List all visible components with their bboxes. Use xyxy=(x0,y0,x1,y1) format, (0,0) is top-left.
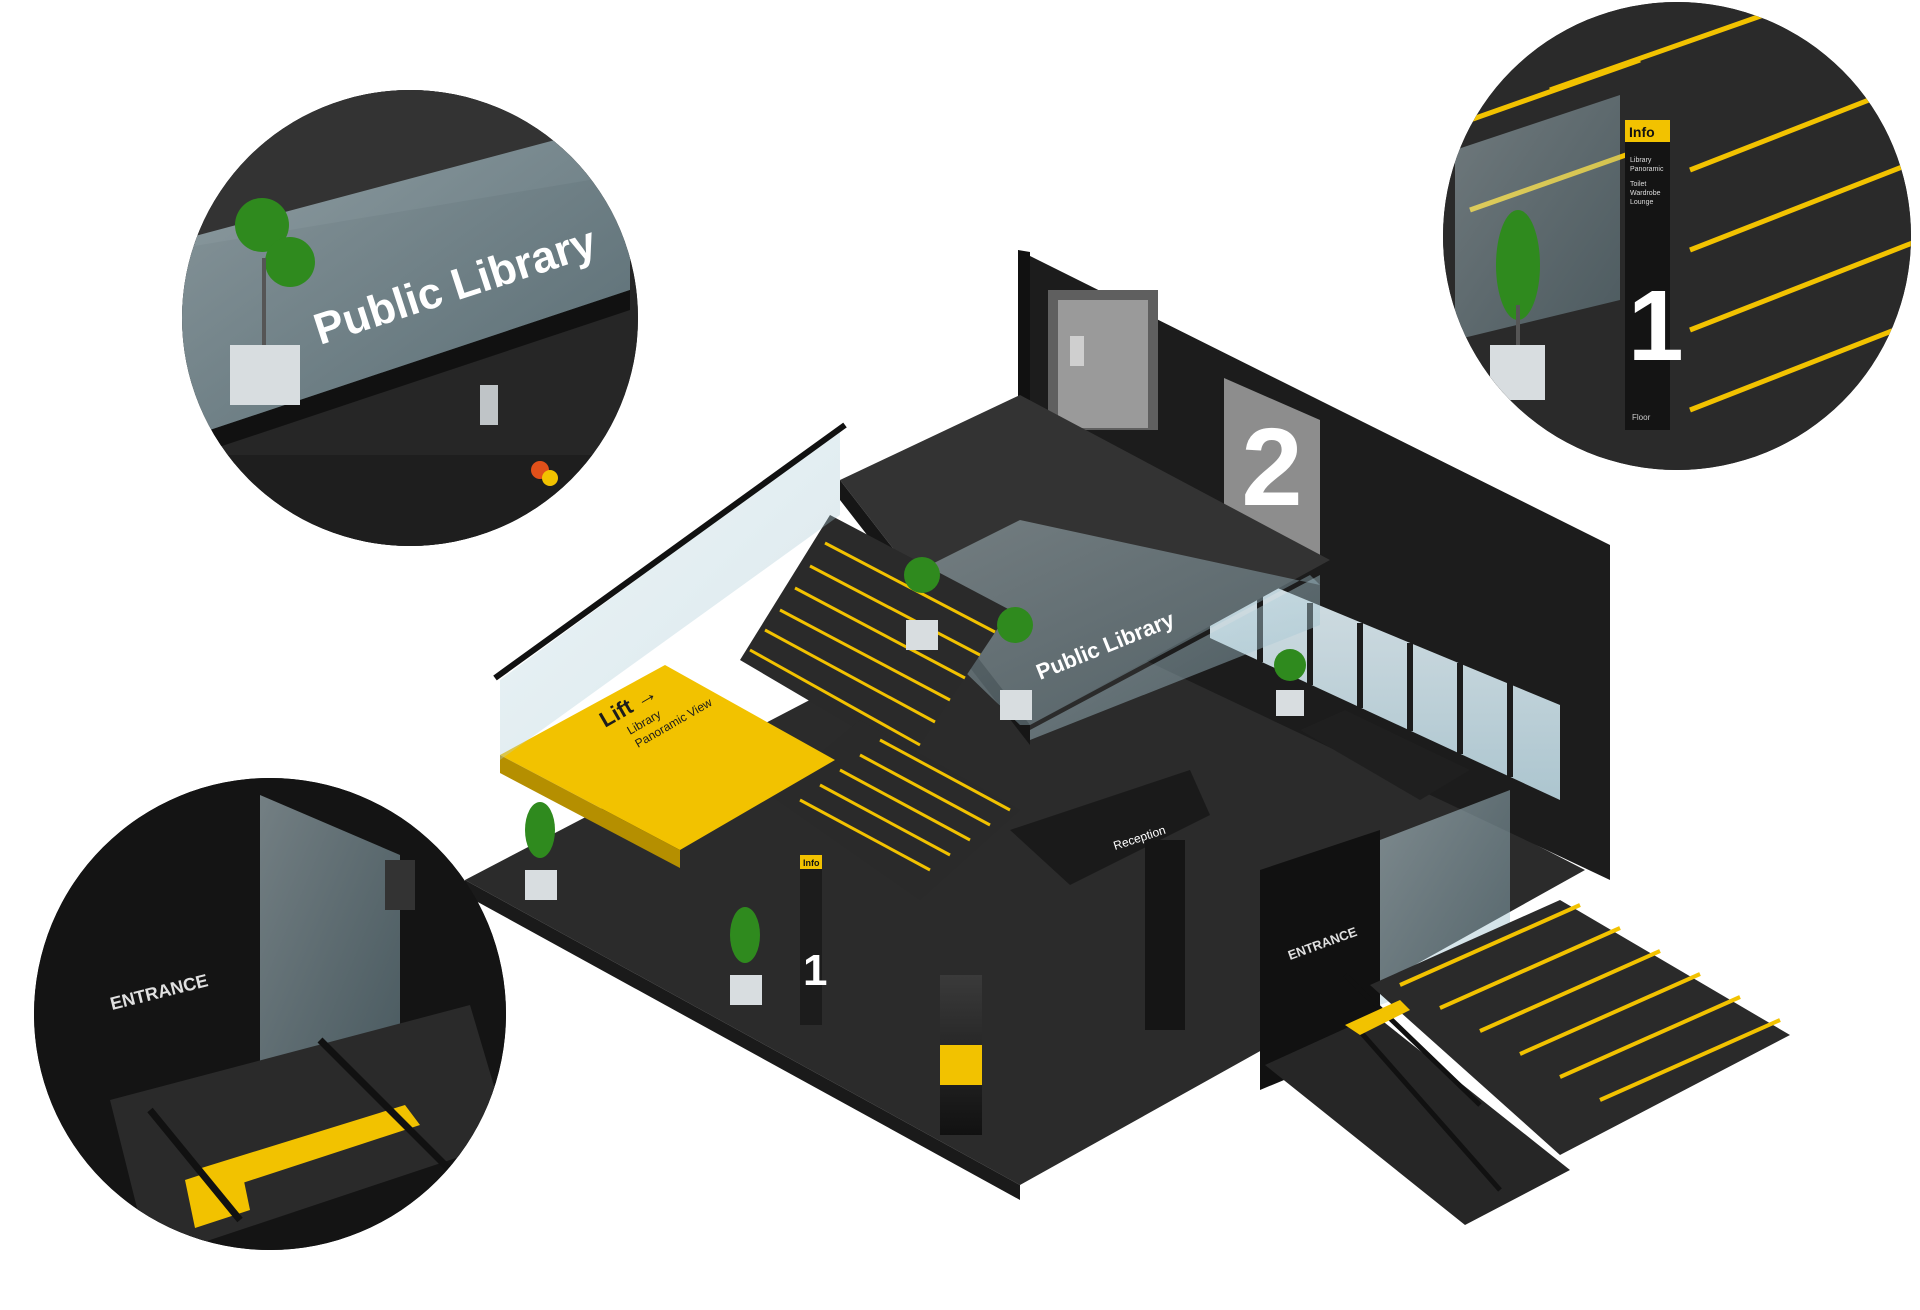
info-pylon: Info 1 xyxy=(800,855,827,1025)
info-line-5: Lounge xyxy=(1630,199,1653,206)
reception-desk xyxy=(1010,770,1210,885)
svg-text:Info: Info xyxy=(803,858,820,868)
lounge-sofa xyxy=(1300,710,1470,800)
info-header: Info xyxy=(1629,124,1655,140)
detail-circle-info-sign: Info Library Panoramic Toilet Wardrobe L… xyxy=(1443,2,1911,470)
pillar xyxy=(1145,840,1185,1030)
floor-2-number: 2 xyxy=(1241,406,1302,529)
entrance-ramp xyxy=(1265,1015,1570,1225)
floor-1-number: 1 xyxy=(1628,270,1684,382)
main-building: 2 Public Library xyxy=(465,250,1790,1225)
plant-icon xyxy=(730,907,762,1005)
floor-2-door xyxy=(1224,378,1320,555)
info-line-4: Wardrobe xyxy=(1630,190,1661,197)
info-line-3: Toilet xyxy=(1630,181,1646,188)
floor-word: Floor xyxy=(1632,413,1651,422)
plant-icon xyxy=(904,557,940,650)
info-line-2: Panoramic xyxy=(1630,166,1664,173)
entrance-stairs xyxy=(1265,900,1790,1225)
info-line-1: Library xyxy=(1630,157,1652,164)
plant-icon xyxy=(1274,649,1306,716)
plant-icon xyxy=(997,607,1033,720)
upper-glass-railing xyxy=(880,520,1320,725)
yellow-landing xyxy=(500,665,835,850)
detail-circle-entrance: ENTRANCE xyxy=(34,778,506,1250)
detail-circle-public-library: Public Library xyxy=(182,90,638,546)
svg-text:1: 1 xyxy=(803,946,827,995)
plant-icon xyxy=(525,802,557,900)
main-staircase xyxy=(740,515,1020,900)
